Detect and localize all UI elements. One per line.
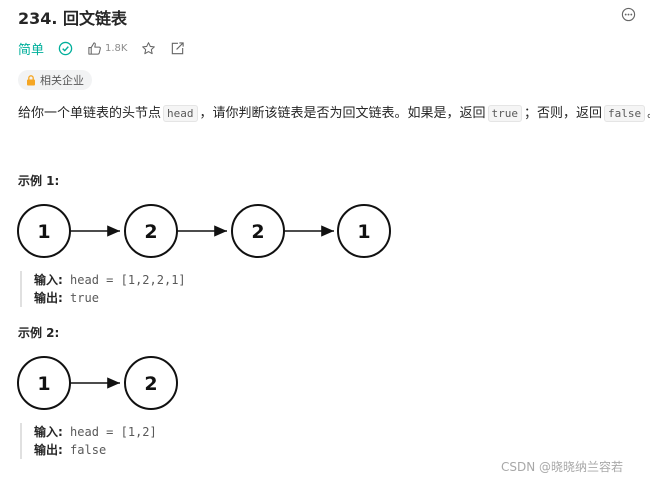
example-2-title: 示例 2: — [18, 326, 60, 340]
lock-icon — [27, 74, 35, 85]
input-value: head = [1,2,2,1] — [70, 273, 186, 287]
node-value: 2 — [251, 221, 264, 243]
list-node: 1 — [17, 204, 71, 258]
list-node: 1 — [17, 356, 71, 410]
inline-code: head — [163, 105, 198, 122]
star-icon — [142, 41, 156, 54]
output-label: 输出: — [34, 291, 63, 305]
node-value: 1 — [37, 221, 50, 243]
related-companies-tag[interactable]: 相关企业 — [18, 70, 92, 90]
desc-text: 。 — [647, 106, 650, 121]
check-circle-icon — [58, 41, 73, 55]
example-1-io: 输入: head = [1,2,2,1] 输出: true — [20, 271, 186, 307]
input-label: 输入: — [34, 273, 63, 287]
node-value: 1 — [357, 221, 370, 243]
share-button[interactable] — [170, 41, 185, 56]
output-label: 输出: — [34, 443, 63, 457]
tag-label: 相关企业 — [40, 74, 84, 87]
input-label: 输入: — [34, 425, 63, 439]
solved-status — [58, 41, 73, 56]
node-value: 2 — [144, 221, 157, 243]
desc-text: ；否则，返回 — [524, 106, 603, 121]
problem-title: 234. 回文链表 — [18, 9, 128, 28]
output-value: true — [70, 291, 99, 305]
difficulty-label: 简单 — [18, 42, 45, 58]
list-node: 2 — [124, 204, 178, 258]
input-value: head = [1,2] — [70, 425, 157, 439]
inline-code: true — [487, 105, 523, 122]
list-node: 2 — [124, 356, 178, 410]
desc-text: 给你一个单链表的头节点 — [18, 106, 162, 121]
example-2-io: 输入: head = [1,2] 输出: false — [20, 423, 157, 459]
watermark: CSDN @晓晓纳兰容若 — [501, 460, 624, 474]
thumb-up-icon — [88, 41, 101, 55]
example-1-title: 示例 1: — [18, 174, 60, 188]
inline-code: false — [604, 105, 646, 122]
list-node: 2 — [231, 204, 285, 258]
like-count: 1.8K — [105, 42, 128, 54]
node-value: 2 — [144, 373, 157, 395]
output-value: false — [70, 443, 107, 457]
favorite-button[interactable] — [141, 41, 156, 56]
example-1-linked-list-diagram: 1 2 2 1 — [17, 204, 391, 258]
share-icon — [172, 41, 185, 54]
more-icon[interactable] — [621, 7, 636, 22]
example-2-linked-list-diagram: 1 2 — [17, 356, 178, 410]
like-button[interactable]: 1.8K — [87, 41, 127, 56]
desc-text: ，请你判断该链表是否为回文链表。如果是，返回 — [199, 106, 486, 121]
list-node: 1 — [337, 204, 391, 258]
node-value: 1 — [37, 373, 50, 395]
meta-row: 简单 1.8K — [18, 38, 199, 58]
